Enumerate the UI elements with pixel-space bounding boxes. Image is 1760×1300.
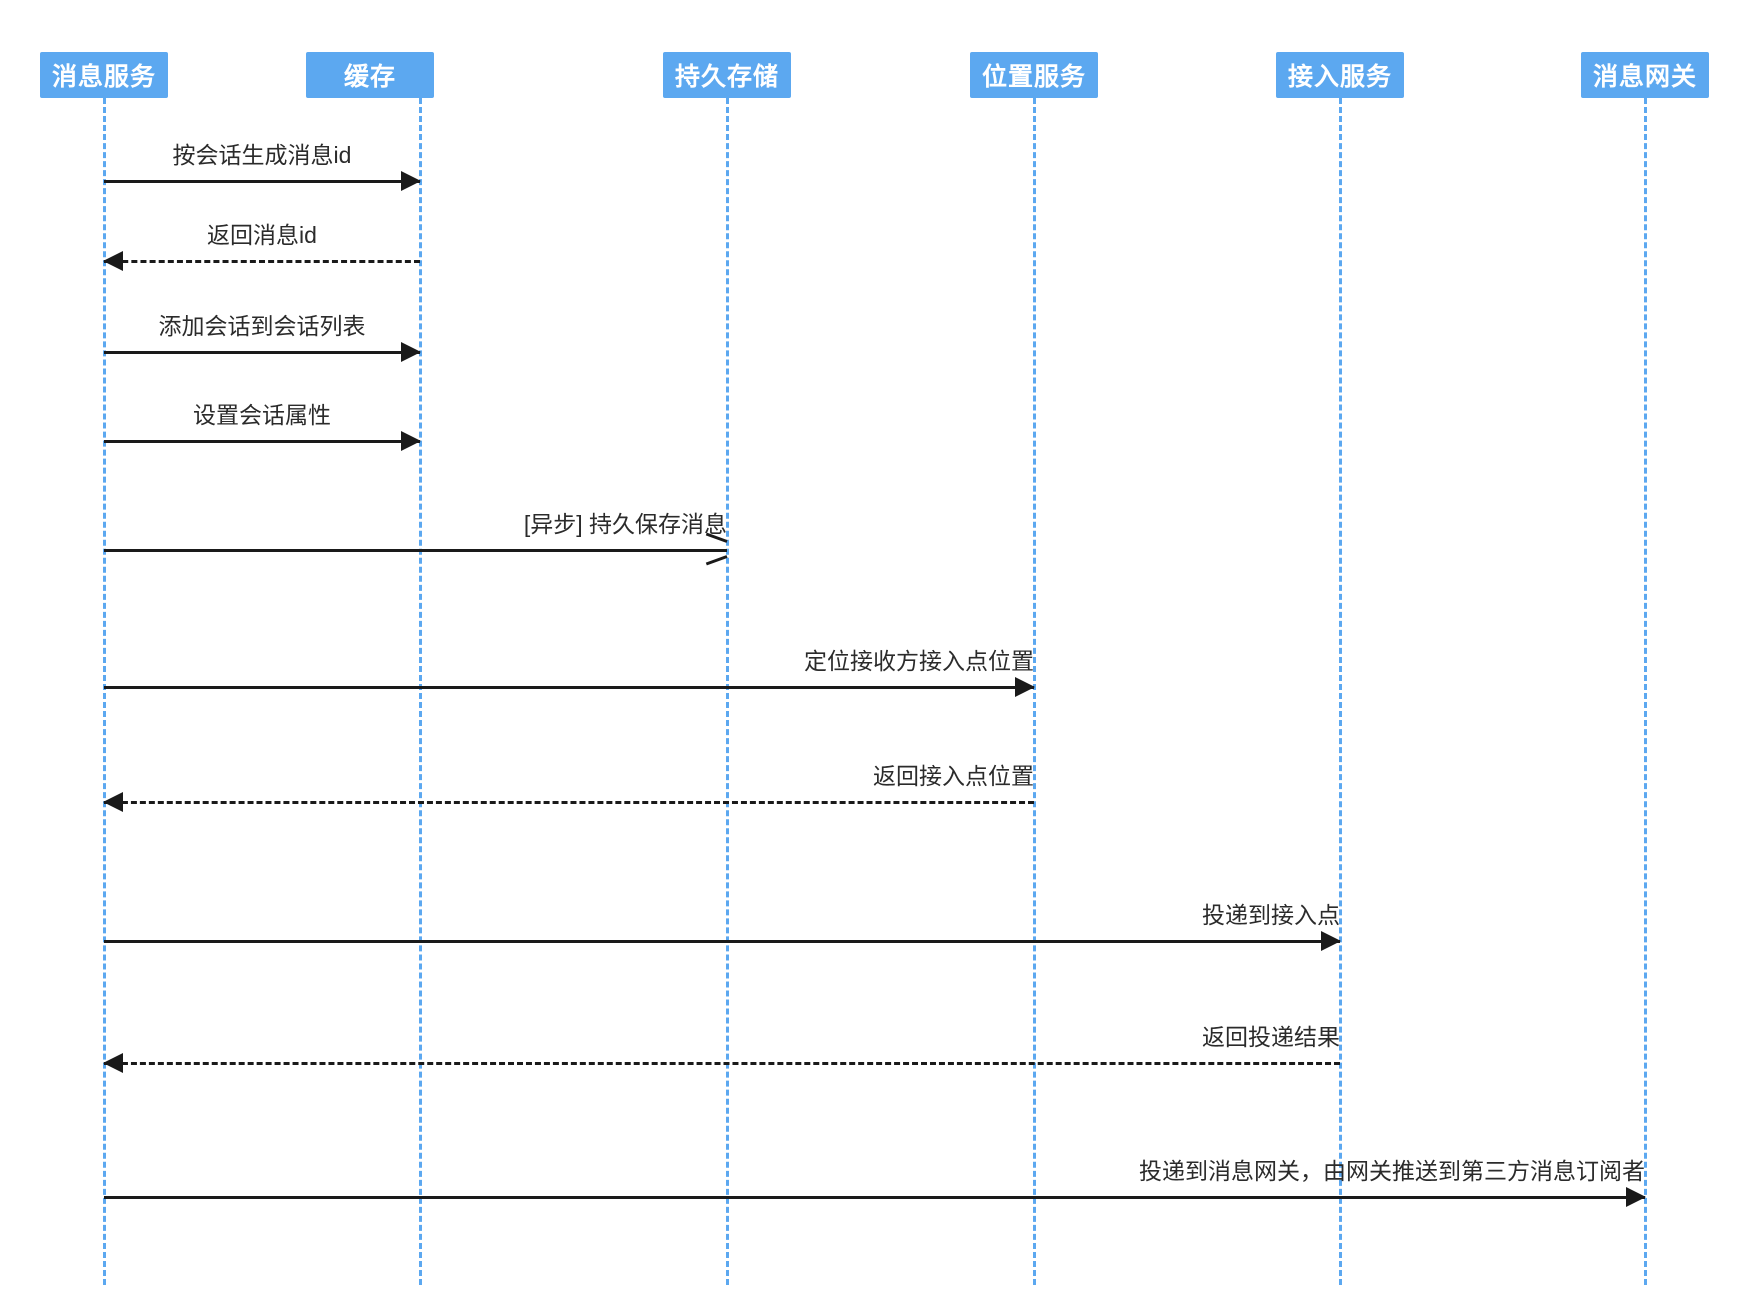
- participant-label: 位置服务: [981, 63, 1086, 91]
- message-label: 定位接收方接入点位置: [804, 648, 1034, 675]
- message-arrowhead-right-icon: [1321, 931, 1341, 951]
- message-arrow-line: [104, 1062, 1340, 1065]
- message-arrow-line: [104, 549, 727, 552]
- message-arrow-line: [104, 940, 1340, 943]
- participant-label: 接入服务: [1287, 63, 1392, 91]
- message-arrowhead-right-icon: [705, 540, 727, 558]
- participant-box-gateway[interactable]: 消息网关: [1581, 52, 1709, 98]
- message-arrowhead-right-icon: [401, 171, 421, 191]
- message-arrow-line: [104, 351, 420, 354]
- lifeline-gateway: [1644, 98, 1647, 1285]
- message-label: 投递到消息网关，由网关推送到第三方消息订阅者: [1139, 1158, 1645, 1185]
- message-label: 返回消息id: [207, 222, 317, 249]
- message-label: 返回投递结果: [1202, 1024, 1340, 1051]
- message-label: 设置会话属性: [193, 402, 331, 429]
- message-arrowhead-right-icon: [401, 431, 421, 451]
- participant-box-storage[interactable]: 持久存储: [663, 52, 791, 98]
- message-arrowhead-right-icon: [401, 342, 421, 362]
- message-arrowhead-right-icon: [1015, 677, 1035, 697]
- lifeline-cache: [419, 98, 422, 1285]
- message-arrowhead-right-icon: [1626, 1187, 1646, 1207]
- message-arrow-line: [104, 1196, 1645, 1199]
- message-arrow-line: [104, 801, 1034, 804]
- lifeline-access: [1339, 98, 1342, 1285]
- participant-label: 持久存储: [674, 63, 779, 91]
- message-arrow-line: [104, 440, 420, 443]
- message-label: 投递到接入点: [1202, 902, 1340, 929]
- message-arrowhead-left-icon: [103, 251, 123, 271]
- participant-box-access[interactable]: 接入服务: [1276, 52, 1404, 98]
- message-arrow-line: [104, 260, 420, 263]
- message-label: [异步] 持久保存消息: [523, 511, 727, 538]
- participant-box-cache[interactable]: 缓存: [306, 52, 434, 98]
- participant-label: 消息服务: [51, 63, 156, 91]
- participant-label: 缓存: [343, 63, 396, 91]
- message-label: 按会话生成消息id: [172, 142, 352, 169]
- lifeline-storage: [726, 98, 729, 1285]
- message-arrowhead-left-icon: [103, 1053, 123, 1073]
- participant-box-location[interactable]: 位置服务: [970, 52, 1098, 98]
- message-arrowhead-left-icon: [103, 792, 123, 812]
- participant-label: 消息网关: [1592, 63, 1697, 91]
- lifeline-msg-service: [103, 98, 106, 1285]
- message-label: 添加会话到会话列表: [158, 313, 366, 340]
- message-label: 返回接入点位置: [873, 763, 1034, 790]
- participant-box-msg-service[interactable]: 消息服务: [40, 52, 168, 98]
- message-arrow-line: [104, 180, 420, 183]
- message-arrow-line: [104, 686, 1034, 689]
